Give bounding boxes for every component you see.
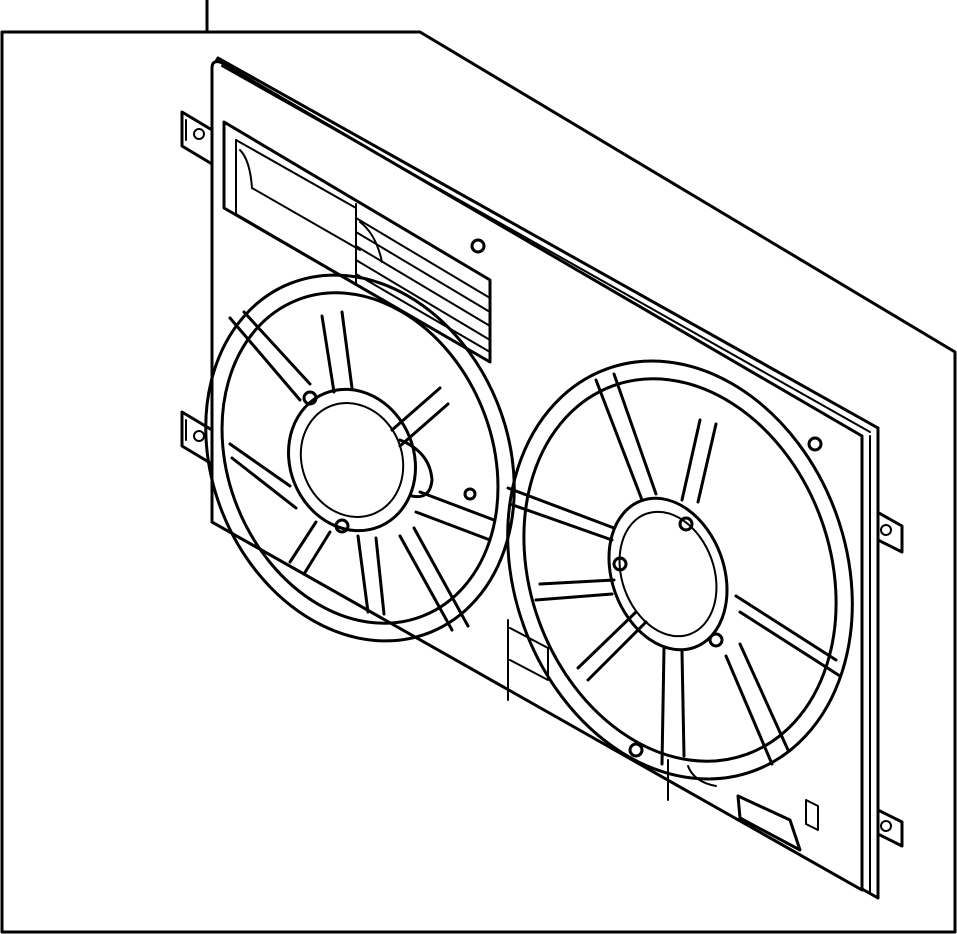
plate-top-edge — [221, 65, 871, 433]
left-fan-housing — [204, 273, 516, 643]
louvre-panel — [222, 120, 492, 364]
mount-hole-right — [807, 436, 823, 452]
right-fan-housing — [506, 359, 854, 781]
lower-ribs — [507, 619, 819, 852]
diagram-frame — [0, 30, 957, 934]
shroud-plate — [210, 60, 864, 892]
mount-hole-bottom — [628, 742, 644, 758]
fan-shroud-assembly — [180, 56, 904, 900]
mount-hole-top — [470, 238, 486, 254]
mount-hole-center — [463, 487, 477, 501]
mounting-tab-upper-left — [180, 110, 214, 166]
